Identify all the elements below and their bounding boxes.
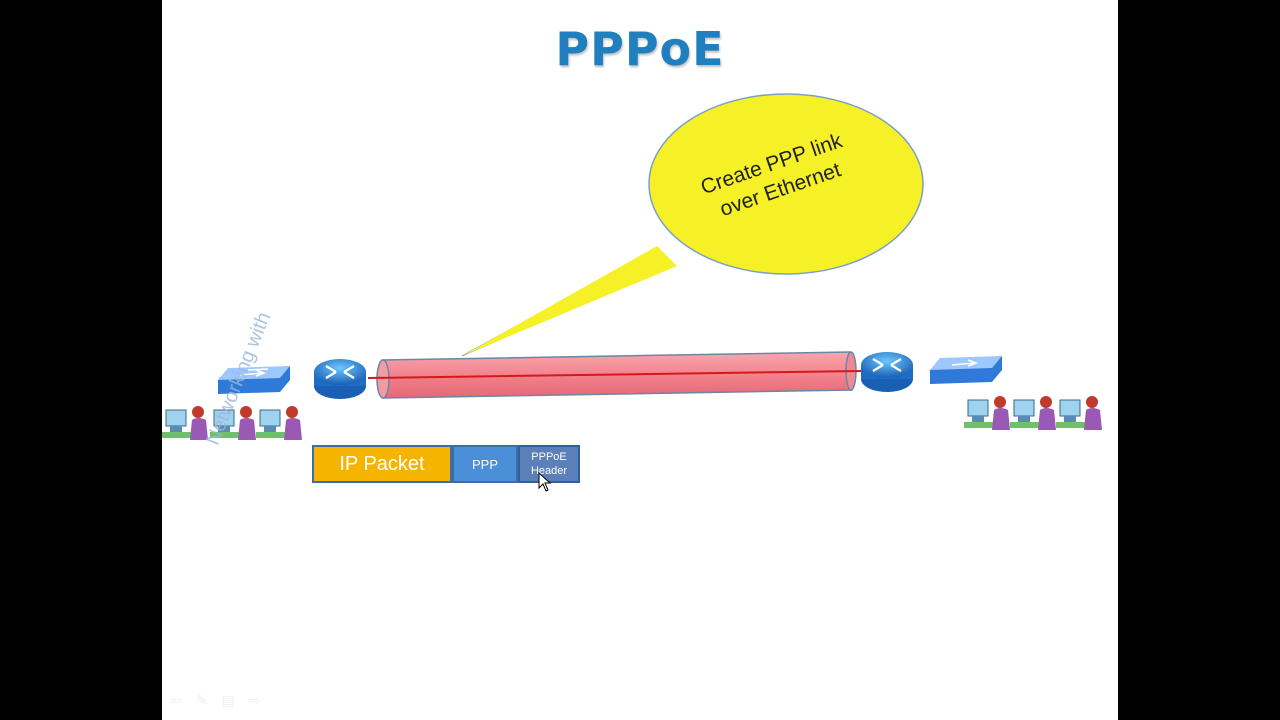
switch-icon: [218, 366, 290, 394]
router-icon: [861, 352, 913, 392]
user-workstation-icon: [162, 406, 208, 440]
menu-icon[interactable]: ▤: [221, 692, 235, 708]
user-workstation-icon: [210, 406, 256, 440]
right-users: [964, 396, 1102, 430]
left-users: [162, 406, 302, 440]
slide: PPPoE: [162, 0, 1118, 720]
slideshow-controls: ⇦ ✎ ▤ ⇨: [170, 692, 260, 709]
user-workstation-icon: [1056, 396, 1102, 430]
slide-title: PPPoE: [555, 22, 725, 76]
cursor-icon: [538, 472, 552, 492]
ip-packet-box: IP Packet: [312, 445, 452, 483]
user-workstation-icon: [1010, 396, 1056, 430]
back-arrow-icon[interactable]: ⇦: [170, 692, 182, 708]
ppp-tunnel: [367, 351, 863, 399]
forward-arrow-icon[interactable]: ⇨: [248, 692, 261, 708]
ip-packet-label: IP Packet: [339, 452, 425, 475]
callout-balloon: [461, 93, 924, 357]
pen-icon[interactable]: ✎: [195, 692, 208, 708]
switch-icon: [930, 356, 1002, 384]
user-workstation-icon: [256, 406, 302, 440]
ppp-label: PPP: [471, 456, 498, 472]
network-diagram: [162, 93, 1102, 440]
user-workstation-icon: [964, 396, 1010, 430]
pppoe-header-label-line1: PPPoE: [531, 451, 567, 463]
ppp-box: PPP: [452, 445, 518, 483]
router-icon: [314, 359, 366, 399]
